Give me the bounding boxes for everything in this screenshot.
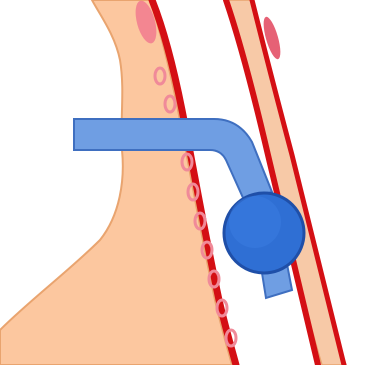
balloon-highlight — [229, 196, 281, 248]
